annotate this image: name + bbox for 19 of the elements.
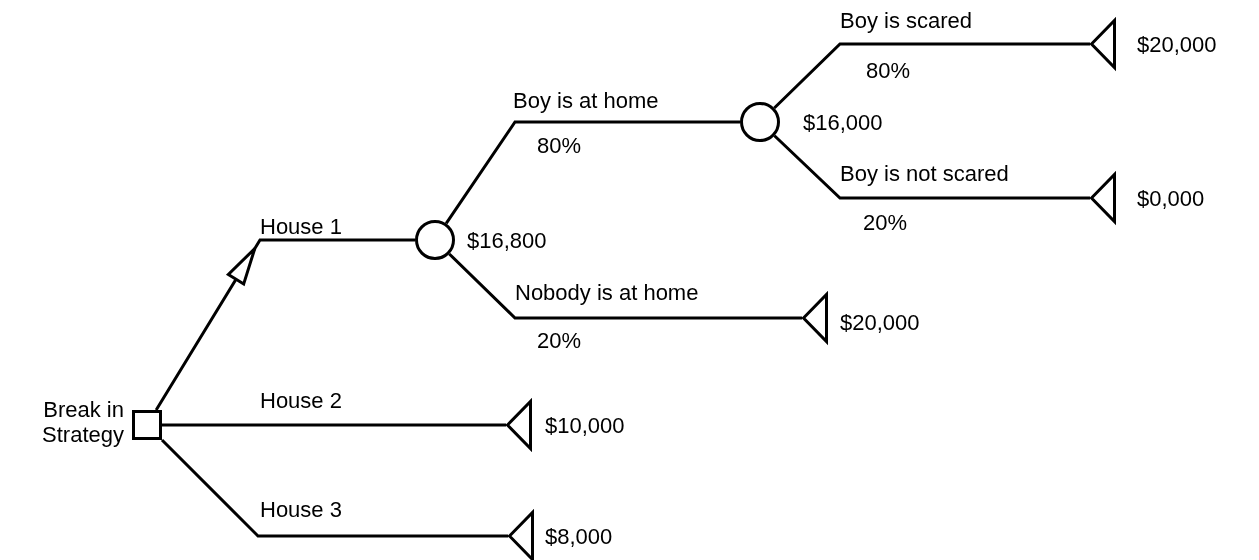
value-label: $16,800 xyxy=(467,228,547,253)
probability-label: 20% xyxy=(863,210,908,235)
value-label: Break in Strategy xyxy=(41,397,124,447)
value-label: $8,000 xyxy=(545,524,613,549)
branch-label: Nobody is at home xyxy=(515,280,699,305)
value-label: $10,000 xyxy=(545,413,625,438)
branch-label: House 3 xyxy=(260,497,342,522)
branch-label: Boy is not scared xyxy=(840,161,1009,186)
branch-label: Boy is scared xyxy=(840,8,973,33)
value-label: $16,000 xyxy=(803,110,883,135)
branch-label: Boy is at home xyxy=(513,88,659,113)
value-label: $0,000 xyxy=(1137,186,1205,211)
probability-label: 80% xyxy=(537,133,582,158)
branch-label: House 1 xyxy=(260,214,342,239)
value-label: $20,000 xyxy=(1137,32,1217,57)
branch-label: House 2 xyxy=(260,388,342,413)
value-label: $20,000 xyxy=(840,310,920,335)
probability-label: 20% xyxy=(537,328,582,353)
probability-label: 80% xyxy=(866,58,911,83)
